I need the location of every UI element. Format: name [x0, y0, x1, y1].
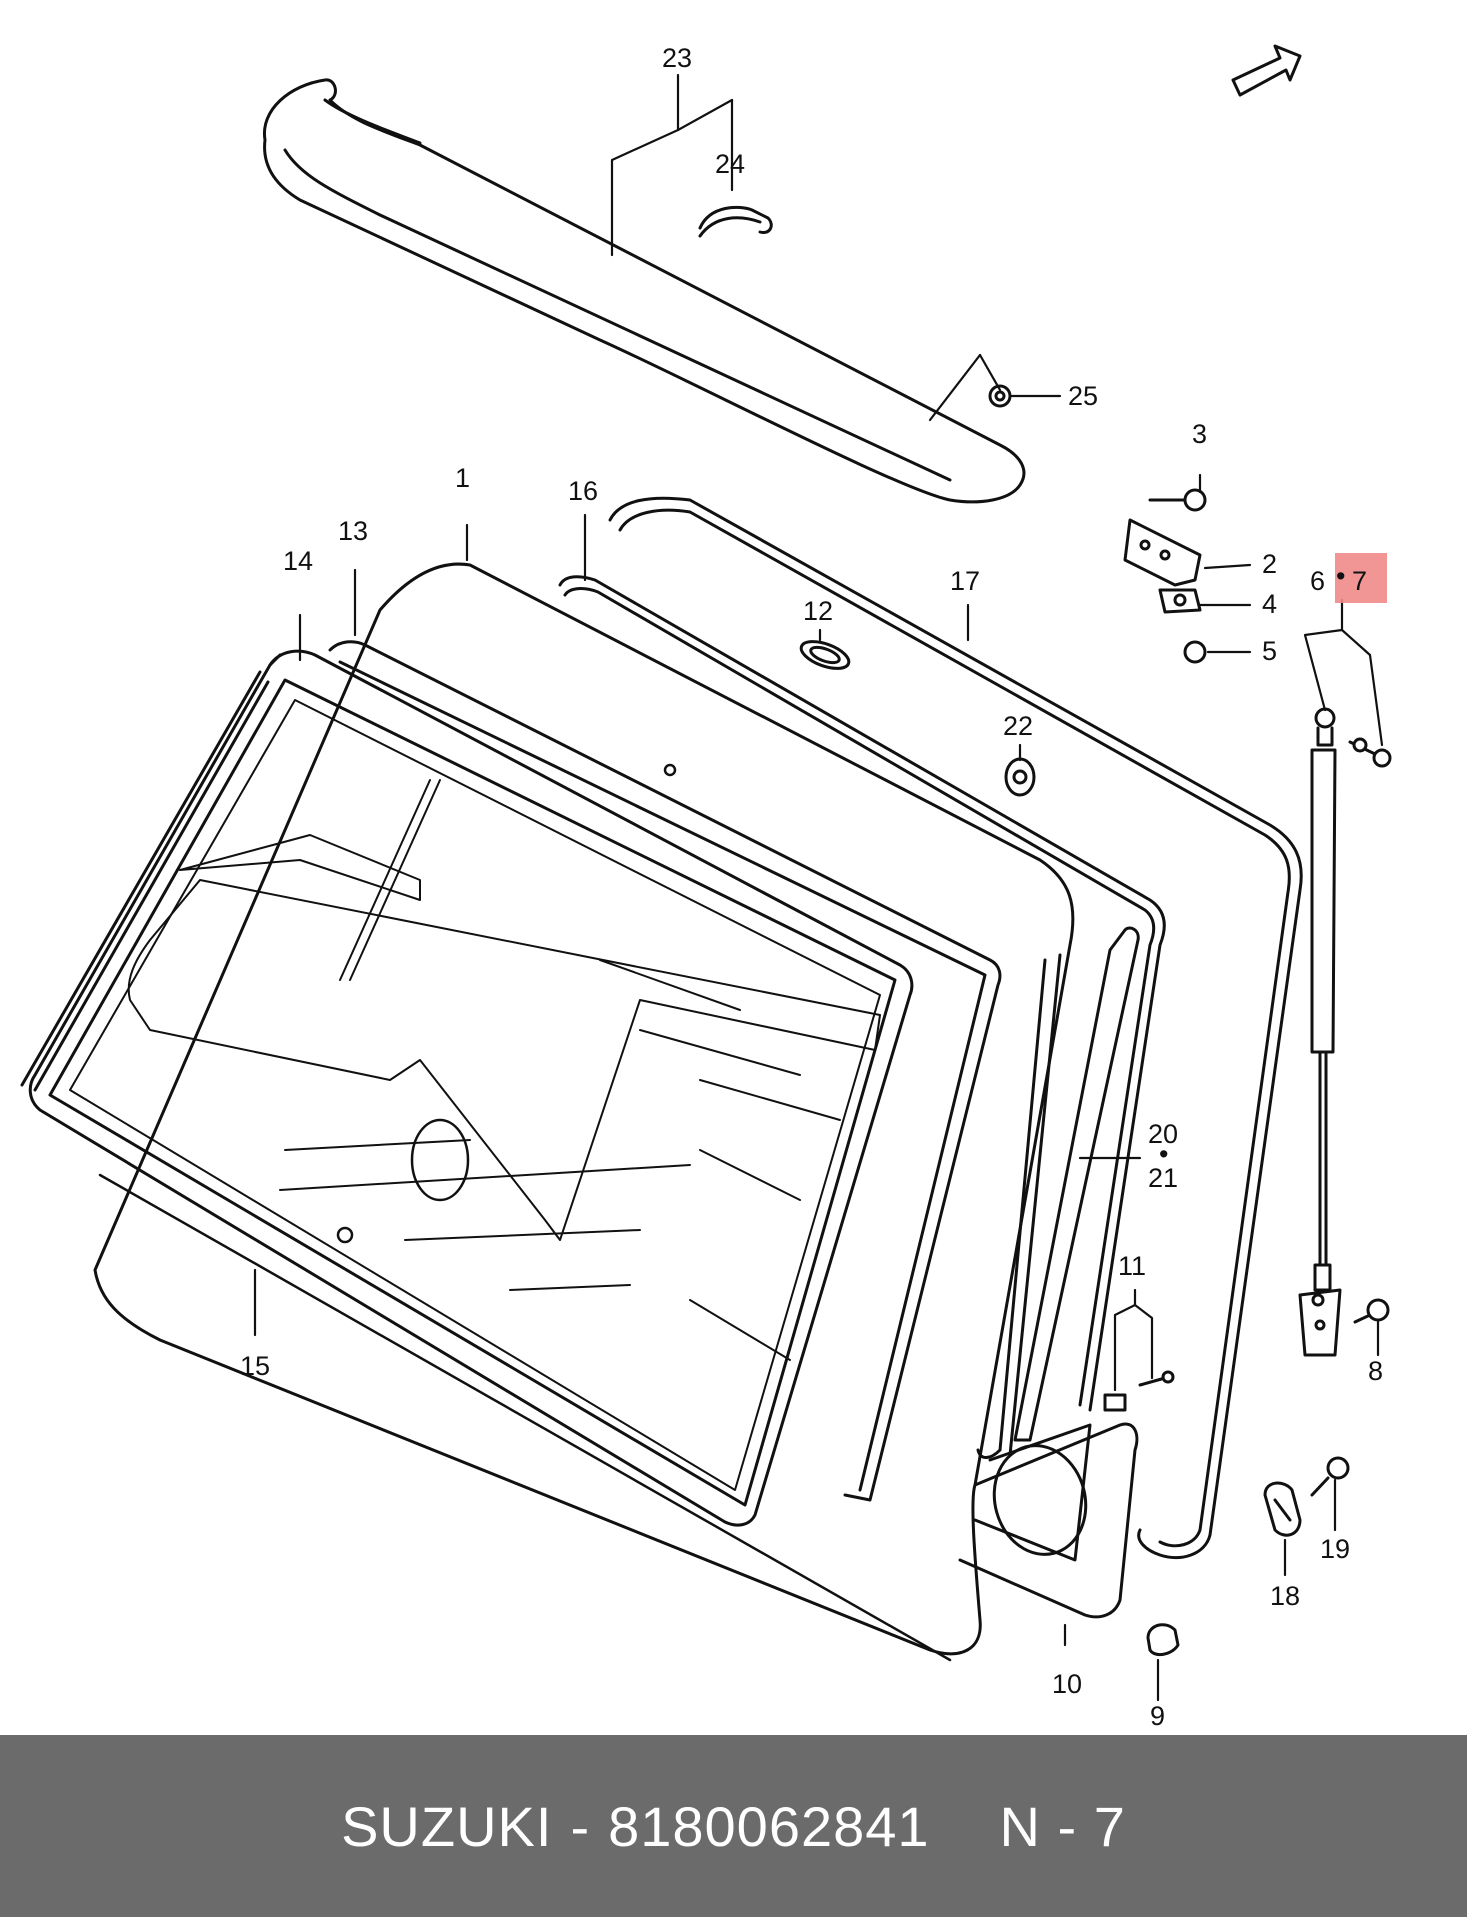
footer-dash: -: [570, 1794, 591, 1858]
weatherstrip-17: [608, 496, 1303, 1560]
callout-12: 12: [803, 596, 833, 626]
callout-7: 7: [1352, 566, 1367, 596]
callout-16: 16: [568, 476, 598, 506]
footer-bar: SUZUKI - 8180062841 N - 7: [0, 1735, 1467, 1917]
callout-23: 23: [662, 43, 692, 73]
footer-ref: N - 7: [999, 1794, 1126, 1858]
nut-5: [1183, 640, 1207, 664]
bumper-9: [1146, 1623, 1180, 1657]
callout-25: 25: [1068, 381, 1098, 411]
callout-15: 15: [240, 1351, 270, 1381]
striker-18: [1263, 1481, 1302, 1537]
callout-1: 1: [455, 463, 470, 493]
callout-8: 8: [1368, 1356, 1383, 1386]
seal-16: [558, 575, 1166, 1412]
screw-19: [1310, 1456, 1350, 1497]
callout-17: 17: [950, 566, 980, 596]
footer-brand: SUZUKI: [341, 1794, 553, 1858]
footer-part-number: 8180062841: [608, 1794, 930, 1858]
callout-19: 19: [1320, 1534, 1350, 1564]
callout-24: 24: [715, 149, 745, 179]
cap-22: [1004, 757, 1036, 797]
bolt-7: [1348, 737, 1392, 768]
callout-2: 2: [1262, 549, 1277, 579]
callout-9: 9: [1150, 1701, 1165, 1731]
callout-20: 20: [1148, 1119, 1178, 1149]
callout-14: 14: [283, 546, 313, 576]
callout-22: 22: [1003, 711, 1033, 741]
grommet-12: [799, 640, 851, 670]
callout-labels: 23 24 25 1 16 13 14 17 12 22 3 2 4 5 6 •…: [240, 43, 1383, 1731]
callout-dot-6-7: •: [1336, 561, 1345, 591]
gas-strut-6: [1298, 707, 1342, 1357]
nut-25: [988, 384, 1012, 408]
washer-4: [1158, 588, 1202, 614]
callout-18: 18: [1270, 1581, 1300, 1611]
channel-20-21: [1013, 926, 1140, 1442]
callout-4: 4: [1262, 589, 1277, 619]
callout-5: 5: [1262, 636, 1277, 666]
bolt-3: [1148, 488, 1207, 512]
callout-13: 13: [338, 516, 368, 546]
parts-diagram: 23 24 25 1 16 13 14 17 12 22 3 2 4 5 6 •…: [20, 43, 1392, 1731]
callout-10: 10: [1052, 1669, 1082, 1699]
callout-21: 21: [1148, 1163, 1178, 1193]
rear-window-glass: [28, 649, 914, 1527]
outer-rubber-14: [20, 653, 282, 1092]
callout-11: 11: [1118, 1251, 1146, 1281]
clip-24: [698, 205, 773, 238]
fwd-arrow-icon: [1231, 44, 1302, 97]
callout-dot-20-21: •: [1159, 1139, 1168, 1169]
hinge-2: [1123, 518, 1202, 587]
back-door-panel: [93, 562, 1139, 1656]
rear-spoiler: [262, 78, 1026, 504]
stopper-11: [1103, 1370, 1175, 1412]
bolt-8: [1353, 1298, 1390, 1324]
moulding-13: [328, 640, 1002, 1502]
highlight-box: [1335, 553, 1387, 603]
callout-3: 3: [1192, 419, 1207, 449]
callout-6: 6: [1310, 566, 1325, 596]
